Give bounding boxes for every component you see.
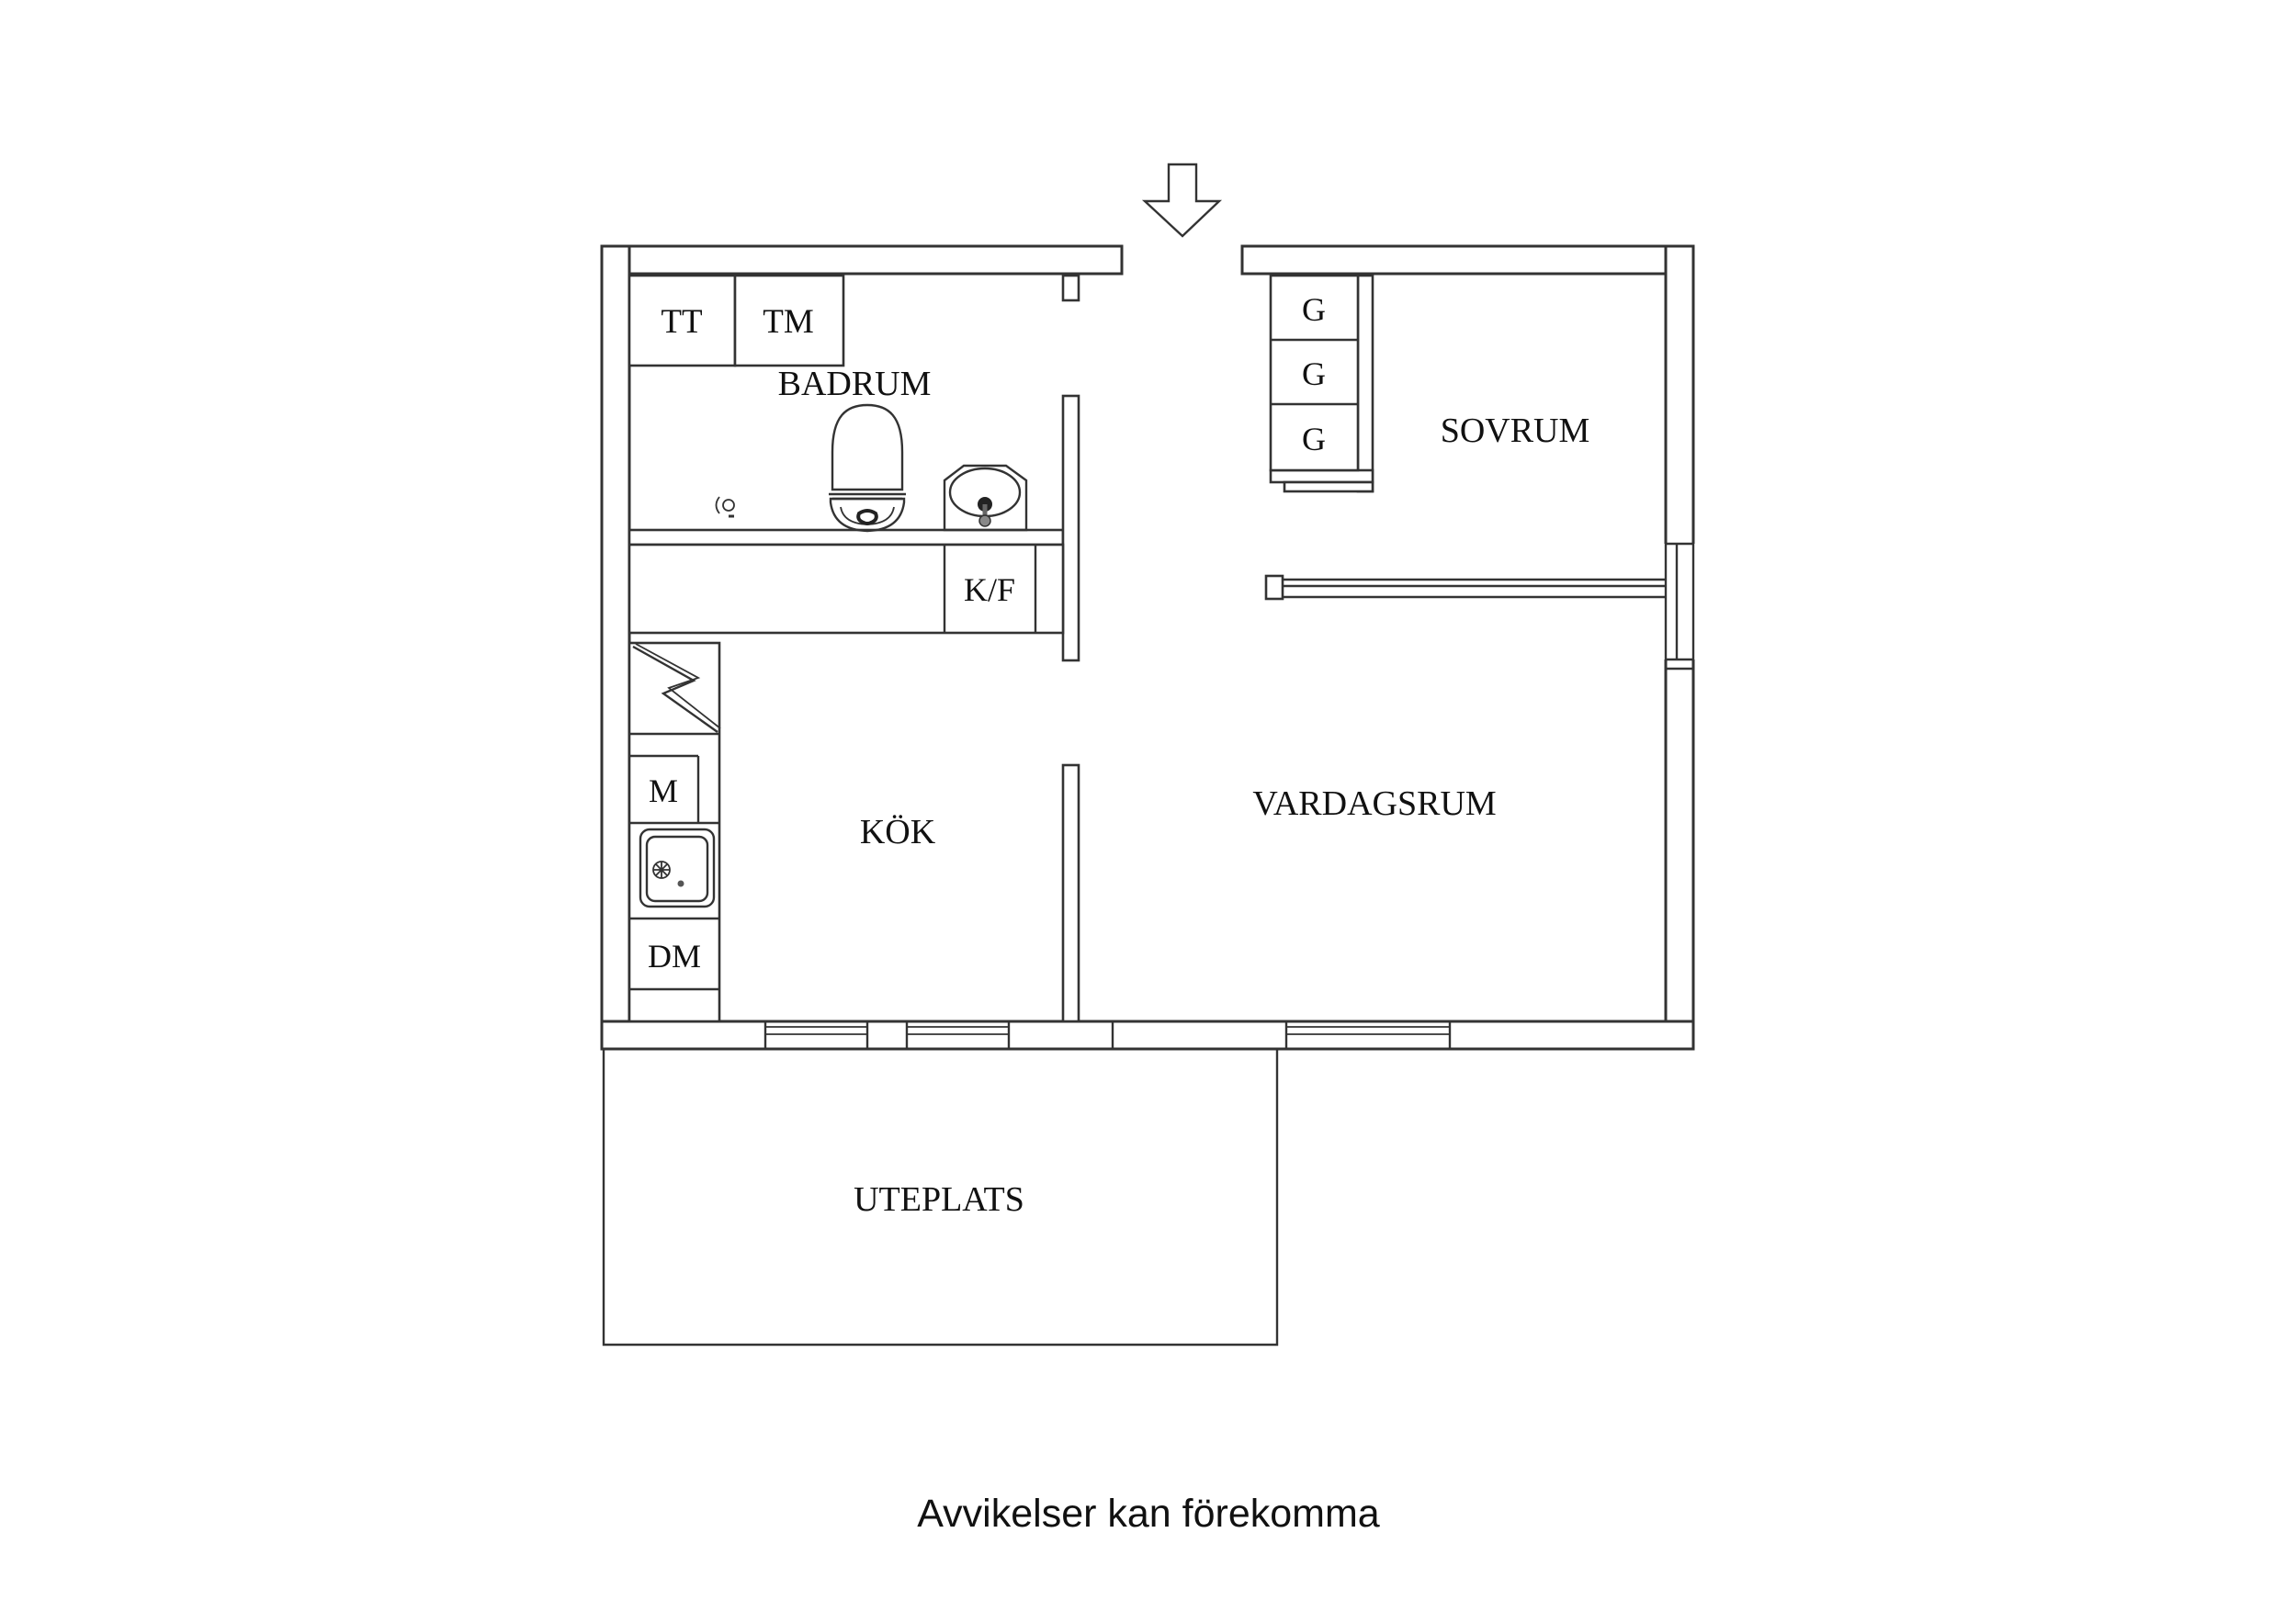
sliding-door-track: [1283, 578, 1666, 599]
stove-zigzag-icon-2: [635, 643, 721, 729]
caption-text: Avvikelser kan förekomma: [917, 1492, 1380, 1536]
window-kitchen-2: [907, 1026, 1009, 1035]
wall-closet-band-step: [1283, 480, 1374, 493]
fixture-label-kf: K/F: [964, 571, 1015, 608]
kitchen-sink-icon: [639, 828, 716, 908]
wall-bottom: [600, 1020, 1695, 1051]
fixture-label-tt: TT: [661, 303, 702, 341]
room-label-vardagsrum: VARDAGSRUM: [1252, 784, 1496, 823]
kitchen-cabinets: [628, 641, 721, 1023]
fixture-label-m: M: [649, 772, 678, 809]
room-label-badrum: BADRUM: [778, 365, 932, 403]
room-label-uteplats: UTEPLATS: [854, 1180, 1024, 1219]
windows-bottom-wall: [763, 1021, 1452, 1049]
kitchen-sink-tap-dot: [677, 880, 684, 887]
floor-drain-circle: [722, 499, 735, 512]
room-label-kok: KÖK: [860, 813, 936, 851]
wall-left: [600, 244, 631, 1051]
closet-label-1: G: [1302, 291, 1326, 328]
toilet-tank: [831, 403, 904, 491]
stove-zigzag-icon: [632, 645, 718, 733]
kitchen-sink-drain-cross: [653, 862, 670, 878]
window-right-opening: [1664, 544, 1695, 659]
floor-drain-icon: [715, 496, 735, 518]
room-label-sovrum: SOVRUM: [1441, 411, 1590, 450]
kitchen-sink-inner: [645, 835, 709, 903]
wall-top-right: [1240, 244, 1695, 276]
wall-sovrum-west: [1356, 274, 1374, 493]
closet-label-2: G: [1302, 355, 1326, 392]
wall-badrum-east: [1061, 394, 1080, 662]
tt-cabinet: [628, 274, 737, 367]
interior-walls: [628, 274, 1374, 1023]
fixture-label-dm: DM: [648, 938, 701, 975]
window-kitchen-1: [765, 1026, 867, 1035]
window-right-wall: [1664, 542, 1695, 671]
bathroom-sink-body: [943, 464, 1028, 532]
toilet-bowl: [829, 497, 906, 533]
window-right-glazing: [1664, 542, 1695, 671]
kf-box: [943, 545, 1037, 633]
patio-outline: [602, 1049, 1279, 1347]
sliding-door-endcap: [1264, 574, 1284, 601]
counter-outline: [628, 543, 1065, 635]
toilet-flush: [856, 509, 878, 525]
counter-row: [628, 543, 1065, 635]
floor-drain-arc: [715, 496, 720, 514]
wall-kitchen-east: [1061, 763, 1080, 1023]
wall-closet-band: [1269, 468, 1374, 484]
fixture-label-tm: TM: [763, 303, 814, 341]
toilet-icon: [829, 403, 906, 533]
wall-top-left: [600, 244, 1124, 276]
closet-column: [1269, 274, 1360, 472]
entry-arrow-icon: [1141, 163, 1223, 238]
window-living-room: [1286, 1026, 1450, 1035]
sliding-door: [1264, 574, 1666, 601]
tm-cabinet: [733, 274, 845, 367]
closet-label-3: G: [1302, 421, 1326, 457]
closet-dividers: [1271, 338, 1358, 406]
window-jambs: [763, 1021, 1452, 1049]
bathroom-sink-drip: [978, 514, 991, 527]
closet-box: [1269, 274, 1360, 472]
wall-badrum-south: [628, 528, 1065, 547]
kitchen-sink-outer: [639, 828, 716, 908]
wall-badrum-door-stub: [1061, 274, 1080, 302]
kitchen-cabinet-dividers: [629, 732, 719, 991]
bathroom-sink-icon: [943, 464, 1028, 532]
